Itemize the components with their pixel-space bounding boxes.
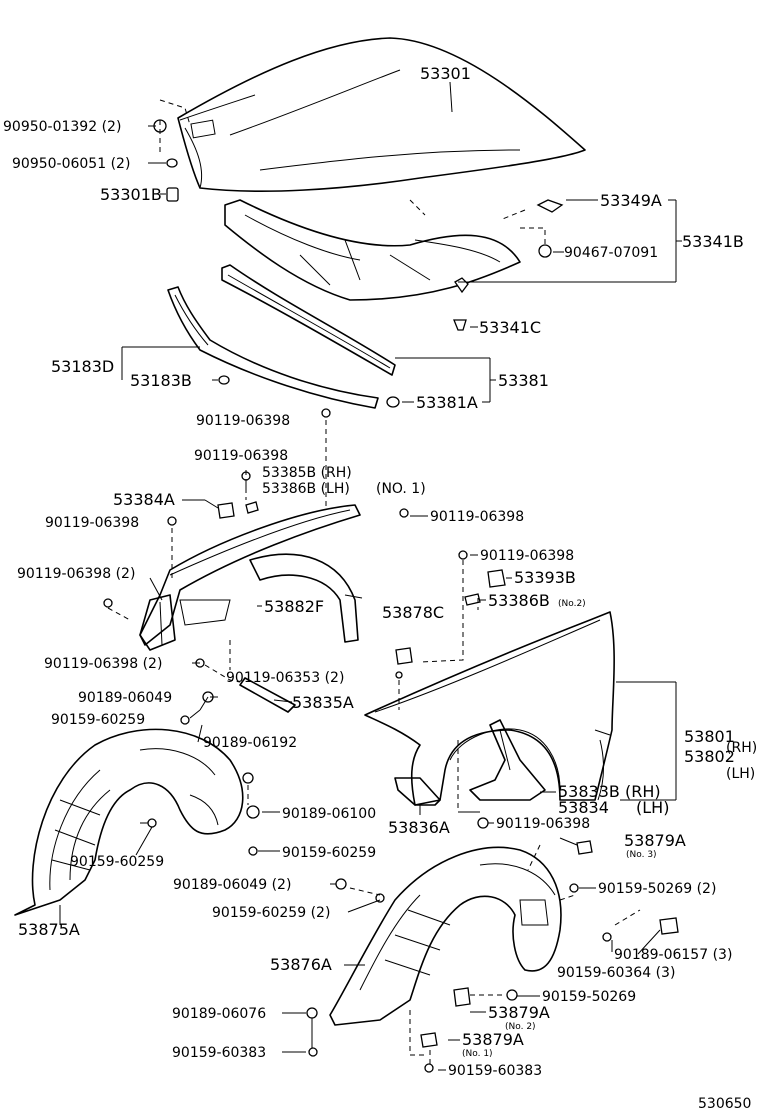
- label-hood-insulator-set: 53341B: [682, 232, 744, 251]
- label-bracket-53833b: 53833B (RH): [558, 782, 661, 801]
- label-bracket-lh: 53386B (LH): [262, 481, 350, 497]
- hood-panel: [177, 37, 586, 192]
- fasteners: [103, 119, 679, 1073]
- label-clip-90159-50269: 90159-50269: [542, 989, 636, 1005]
- label-bracket-53384a: 53384A: [113, 490, 175, 509]
- leader-lines: [59, 81, 682, 1071]
- label-bolt-g: 90119-06398 (2): [44, 656, 162, 672]
- label-clip-90159-60259-c: 90159-60259: [282, 845, 376, 861]
- label-bolt-e: 90119-06398 (2): [17, 566, 135, 582]
- fender-bracket: [469, 719, 546, 801]
- label-fender-lh-part: 53802: [684, 747, 735, 766]
- label-seal-53879a-no1: 53879A: [462, 1030, 524, 1049]
- label-clip-90159-60383-b: 90159-60383: [448, 1063, 542, 1079]
- label-seal-53879a-no3: 53879A: [624, 831, 686, 850]
- label-clip-90159-60259-a: 90159-60259: [51, 712, 145, 728]
- label-clip-90159-60364-3: 90159-60364 (3): [557, 965, 675, 981]
- label-clip-90189-06049-2: 90189-06049 (2): [173, 877, 291, 893]
- label-bracket-53393b: 53393B: [514, 568, 576, 587]
- label-bolt-f: 90119-06398: [480, 548, 574, 564]
- label-seal-53879a-no2: 53879A: [488, 1003, 550, 1022]
- dashed-assembly-lines: [107, 99, 641, 1065]
- fender-liner-left: [14, 728, 244, 916]
- label-bracket-53836a: 53836A: [388, 818, 450, 837]
- label-clip-90159-60259-b: 90159-60259: [70, 854, 164, 870]
- label-lh: (LH): [726, 766, 755, 782]
- label-cover-53878c: 53878C: [382, 603, 444, 622]
- label-clip-90189-06076: 90189-06076: [172, 1006, 266, 1022]
- label-seal-clip: 53381A: [416, 393, 478, 412]
- label-no3-tag: (No. 3): [626, 850, 657, 860]
- label-no2-tag-b: (No. 2): [505, 1022, 536, 1032]
- label-bolt-d: 90119-06398: [430, 509, 524, 525]
- diagram-id: 530650: [698, 1096, 751, 1112]
- label-hood-lock-hook: 53349A: [600, 191, 662, 210]
- label-seal-53835a: 53835A: [292, 693, 354, 712]
- hood-insulator: [224, 199, 521, 301]
- label-rh: (RH): [726, 740, 757, 756]
- label-clip-90189-06049: 90189-06049: [78, 690, 172, 706]
- fender-bracket-rear: [394, 777, 441, 806]
- label-insulator-clip: 53341C: [479, 318, 541, 337]
- hood-seal-front: [221, 264, 396, 376]
- label-bolt-b: 90119-06398: [194, 448, 288, 464]
- label-liner-53875a: 53875A: [18, 920, 80, 939]
- label-clip-90159-60383-a: 90159-60383: [172, 1045, 266, 1061]
- hood-seal-side: [167, 286, 379, 409]
- label-hood-cushion: 90950-06051 (2): [12, 156, 130, 172]
- front-fender: [364, 611, 615, 806]
- fender-apron: [139, 504, 363, 651]
- fender-seal-strip: [239, 677, 296, 713]
- label-seal-front: 53381: [498, 371, 549, 390]
- label-clip-90159-50269-2: 90159-50269 (2): [598, 881, 716, 897]
- label-bracket-rh: 53385B (RH): [262, 465, 352, 481]
- label-no1-tag: (No. 1): [462, 1049, 493, 1059]
- label-clip-90189-06157-3: 90189-06157 (3): [614, 947, 732, 963]
- label-bolt-a: 90119-06398: [196, 413, 290, 429]
- label-clip-90159-60259-2: 90159-60259 (2): [212, 905, 330, 921]
- label-seal-side: 53183D: [51, 357, 114, 376]
- label-no1: (NO. 1): [376, 481, 426, 497]
- label-hood: 53301: [420, 64, 471, 83]
- label-seal-side-b: 53183B: [130, 371, 192, 390]
- label-clip-90189-06192: 90189-06192: [203, 735, 297, 751]
- label-bolt-h: 90119-06353 (2): [226, 670, 344, 686]
- label-no2-tag: (No.2): [558, 599, 586, 609]
- label-hood-nut: 90467-07091: [564, 245, 658, 261]
- label-clip-90189-06100: 90189-06100: [282, 806, 376, 822]
- label-bracket-53834-lh: (LH): [636, 798, 669, 817]
- label-hood-bumper: 53301B: [100, 185, 162, 204]
- label-bracket-53386b-no2: 53386B: [488, 591, 550, 610]
- fender-liner-right: [329, 846, 562, 1026]
- part-labels: 53301 90950-01392 (2) 90950-06051 (2) 53…: [3, 64, 757, 1112]
- label-bracket-53834: 53834: [558, 798, 609, 817]
- label-hood-bolt: 90950-01392 (2): [3, 119, 121, 135]
- label-fender-rh-part: 53801: [684, 727, 735, 746]
- label-bolt-c: 90119-06398: [45, 515, 139, 531]
- label-liner-53876a: 53876A: [270, 955, 332, 974]
- label-bolt-i: 90119-06398: [496, 816, 590, 832]
- label-seal-53882f: 53882F: [264, 597, 324, 616]
